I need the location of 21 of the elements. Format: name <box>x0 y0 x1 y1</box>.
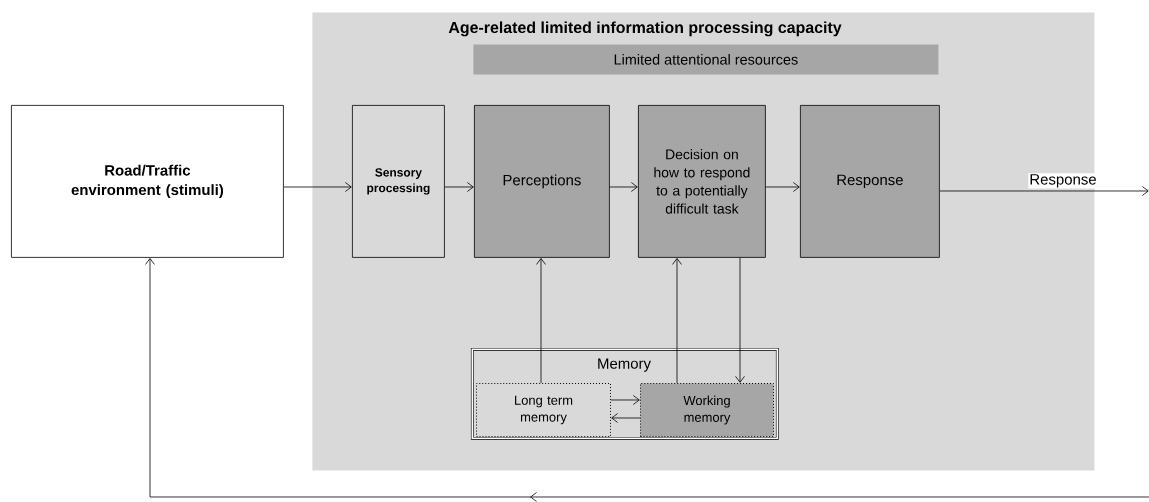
edge-label: Response <box>1028 173 1098 189</box>
process-box: Decision on how to respond to a potentially difficult task <box>638 105 766 258</box>
arrow <box>609 182 638 192</box>
panel-title: Age-related limited information processing capacity <box>448 21 842 37</box>
process-box: Response <box>800 105 940 258</box>
memory-box: Long term memory <box>476 383 611 437</box>
arrow <box>610 395 640 405</box>
arrow <box>735 257 745 383</box>
arrow <box>145 258 1149 502</box>
arrow <box>939 186 1149 196</box>
arrow <box>672 258 682 384</box>
arrow <box>444 182 474 192</box>
process-box: Road/Traffic environment (stimuli) <box>11 105 284 258</box>
arrow <box>283 182 352 192</box>
process-box: Sensory processing <box>352 105 445 258</box>
arrow <box>765 182 800 192</box>
memory-box: Working memory <box>640 383 774 437</box>
resource-bar: Limited attentional resources <box>473 44 939 75</box>
arrow <box>536 258 546 384</box>
arrow <box>611 413 641 423</box>
process-box: Perceptions <box>474 105 610 258</box>
